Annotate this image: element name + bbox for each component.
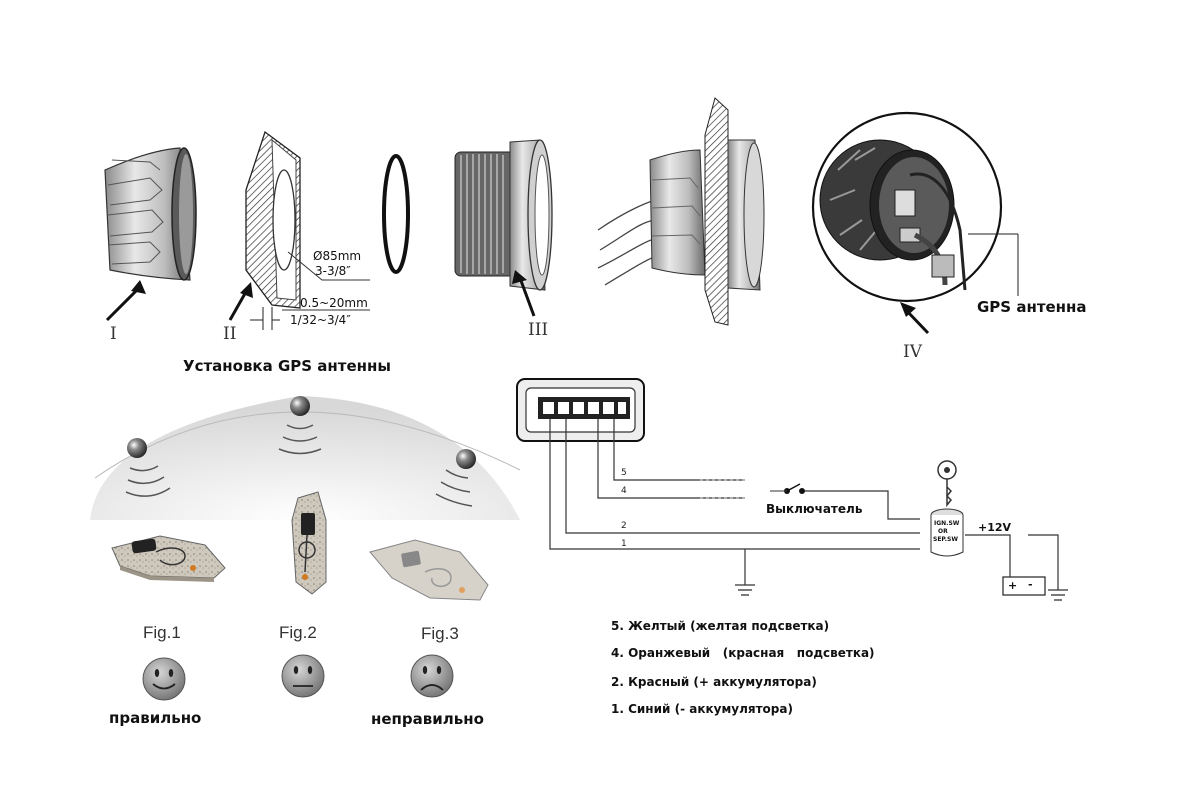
battery-icon [1002,576,1046,596]
bezel-ring-part-i [104,147,197,322]
satellite-icon [290,396,310,416]
incorrect-label: неправильно [371,710,484,728]
o-ring [382,154,410,274]
install-title: Установка GPS антенны [183,357,391,375]
part-label-i: I [110,324,117,344]
satellite-icons [125,396,476,507]
satellite-icon [456,449,476,469]
fig3-label: Fig.3 [421,624,459,643]
toggle-switch-icon [770,483,805,494]
neutral-face-icon [281,654,325,698]
fig3-plate [369,539,489,601]
legend-item-5: 5. Желтый (желтая подсветка) [611,619,830,633]
sad-face-icon [410,654,454,698]
voltage-label: +12V [978,521,1012,534]
fig1-label: Fig.1 [143,623,181,642]
battery-minus: - [1028,578,1033,591]
wire-number-4: 4 [621,486,627,496]
fig2-label: Fig.2 [279,623,317,642]
fig1-plate [111,535,226,582]
wire-number-5: 5 [621,468,627,478]
ground-symbols [735,584,1068,601]
mounting-panel-part-ii [228,130,370,330]
ignition-key-icon [937,460,957,508]
switch-label: Выключатель [766,502,863,516]
legend-item-1: 1. Синий (- аккумулятора) [611,702,793,716]
threaded-nut-part-iii [454,139,553,317]
ign-sw-line-2: OR [938,528,948,535]
battery-plus: + [1008,579,1018,592]
wires [549,419,1059,590]
ign-sw-line-1: IGN.SW [934,520,960,527]
ignition-switch-body [930,508,964,557]
part-label-iii: III [528,320,549,340]
dim-thickness-in: 1/32~3/4″ [290,313,351,327]
satellite-icon [127,438,147,458]
ign-sw-line-3: SEP.SW [933,536,958,543]
part-label-iv: IV [903,342,922,362]
gauge-rear-detail-part-iv [811,111,1019,335]
connector-plug [516,378,645,442]
assembled-gauge [597,97,765,326]
wire-dashes [700,479,745,499]
correct-label: правильно [109,709,202,727]
dim-thickness-mm: 0.5~20mm [300,296,368,310]
gps-antenna-label: GPS антенна [977,298,1087,316]
wire-number-2: 2 [621,521,627,531]
dim-diameter-mm: Ø85mm [313,249,362,263]
legend-item-4: 4. Оранжевый (красная подсветка) [611,646,875,660]
part-label-ii: II [223,324,237,344]
fig2-plate [291,491,327,595]
wire-number-1: 1 [621,539,627,549]
happy-face-icon [142,657,186,701]
legend-item-2: 2. Красный (+ аккумулятора) [611,675,817,689]
dim-diameter-in: 3-3/8″ [315,264,351,278]
